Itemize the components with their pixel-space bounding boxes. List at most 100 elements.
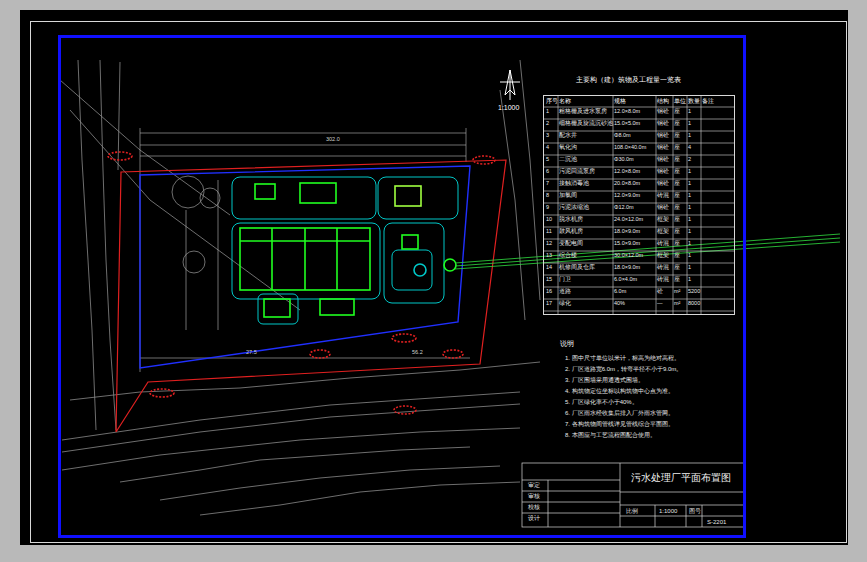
label-text: 框架 <box>657 229 669 235</box>
label-text: S-2201 <box>707 519 726 525</box>
label-text: 18.0×9.0m <box>614 265 640 271</box>
label-text: 1 <box>688 241 691 247</box>
terrain-line <box>120 447 470 482</box>
label-text: 6.0m <box>614 289 626 295</box>
table-line <box>543 299 735 300</box>
label-text: Φ12.0m <box>614 205 634 211</box>
table-line <box>543 167 735 168</box>
title-block-line <box>620 492 744 493</box>
label-text: 钢砼 <box>657 157 669 163</box>
dimension-line <box>140 133 466 134</box>
label-text: 名称 <box>559 99 571 105</box>
label-text: 钢砼 <box>657 181 669 187</box>
table-line <box>543 287 735 288</box>
label-text: 1 <box>688 277 691 283</box>
label-text: 8 <box>546 193 549 199</box>
road-loop <box>232 177 376 219</box>
road-line <box>100 60 116 430</box>
label-text: 302.0 <box>326 137 340 143</box>
label-text: 说明 <box>560 340 574 347</box>
table-heading: 主要构（建）筑物及工程量一览表 <box>576 76 681 83</box>
table-line <box>656 95 657 315</box>
label-text: 15 <box>546 277 552 283</box>
label-text: 1 <box>688 229 691 235</box>
dimension-line <box>140 156 466 157</box>
cloud-mark <box>108 152 132 160</box>
dimension-line <box>218 180 219 330</box>
label-text: 座 <box>674 265 680 271</box>
drawing-border <box>60 37 745 537</box>
dimension-line <box>186 210 187 330</box>
label-text: 座 <box>674 145 680 151</box>
label-text: 比例 <box>626 508 638 514</box>
title-block-line <box>522 491 620 492</box>
label-text: 配水井 <box>559 133 577 139</box>
road-loop <box>378 177 458 219</box>
label-text: 门卫 <box>559 277 571 283</box>
label-text: 座 <box>674 133 680 139</box>
plant-boundary <box>140 166 470 368</box>
label-text: 1 <box>688 133 691 139</box>
road-loop <box>384 223 444 303</box>
label-text: 20.0×8.0m <box>614 181 640 187</box>
table-line <box>543 191 735 192</box>
label-text: 6.0×4.0m <box>614 277 637 283</box>
label-text: 1 <box>688 121 691 127</box>
label-text: 2. 厂区道路宽6.0m，转弯半径不小于9.0m。 <box>565 366 682 372</box>
title-block-line <box>702 505 703 527</box>
label-text: 砼 <box>657 289 663 295</box>
pipe-line <box>455 238 840 266</box>
label-text: 污泥浓缩池 <box>559 205 589 211</box>
label-text: 14 <box>546 265 552 271</box>
label-text: 108.0×40.0m <box>614 145 646 151</box>
label-text: 钢砼 <box>657 205 669 211</box>
terrain-line <box>200 482 520 515</box>
dimension-lines <box>140 128 470 372</box>
label-text: 9 <box>546 205 549 211</box>
label-text: 粗格栅及进水泵房 <box>559 109 607 115</box>
pipe-line <box>455 242 840 269</box>
label-text: 1 <box>688 217 691 223</box>
label-text: 2 <box>688 157 691 163</box>
label-text: 脱水机房 <box>559 217 583 223</box>
pipe-line <box>455 234 840 263</box>
label-text: 5. 厂区绿化率不小于40%。 <box>565 399 638 405</box>
drawing-title: 污水处理厂平面布置图 <box>631 473 731 483</box>
label-text: Φ30.0m <box>614 157 634 163</box>
label-text: 规格 <box>614 99 626 105</box>
label-text: 接触消毒池 <box>559 181 589 187</box>
structure <box>264 299 290 317</box>
label-text: 座 <box>674 193 680 199</box>
structure <box>395 186 421 206</box>
schedule-table-grid <box>543 95 735 315</box>
table-line <box>543 107 735 108</box>
label-text: 钢砼 <box>657 109 669 115</box>
label-text: 1 <box>688 193 691 199</box>
roads <box>232 177 458 324</box>
land-boundary <box>116 160 506 432</box>
label-text: 框架 <box>657 217 669 223</box>
label-text: 1 <box>688 169 691 175</box>
label-text: 加氯间 <box>559 193 577 199</box>
table-line <box>543 215 735 216</box>
table-line <box>543 227 735 228</box>
schedule-table: 主要构（建）筑物及工程量一览表 <box>543 95 735 315</box>
cloud-mark <box>394 406 416 414</box>
table-line <box>543 251 735 252</box>
ditch-wall <box>240 240 370 242</box>
label-text: 18.0×9.0m <box>614 229 640 235</box>
label-text: 综合楼 <box>559 253 577 259</box>
label-text: 座 <box>674 229 680 235</box>
label-text: 17 <box>546 301 552 307</box>
road-line <box>62 404 520 452</box>
oxidation-ditch <box>240 228 370 290</box>
label-text: 钢砼 <box>657 145 669 151</box>
structure <box>255 184 275 199</box>
dimension-line <box>466 128 467 162</box>
label-text: 图号 <box>689 508 701 514</box>
table-line <box>543 143 735 144</box>
title-block-line <box>655 505 656 527</box>
terrain-contour <box>200 188 220 208</box>
label-text: 单位 <box>674 99 686 105</box>
